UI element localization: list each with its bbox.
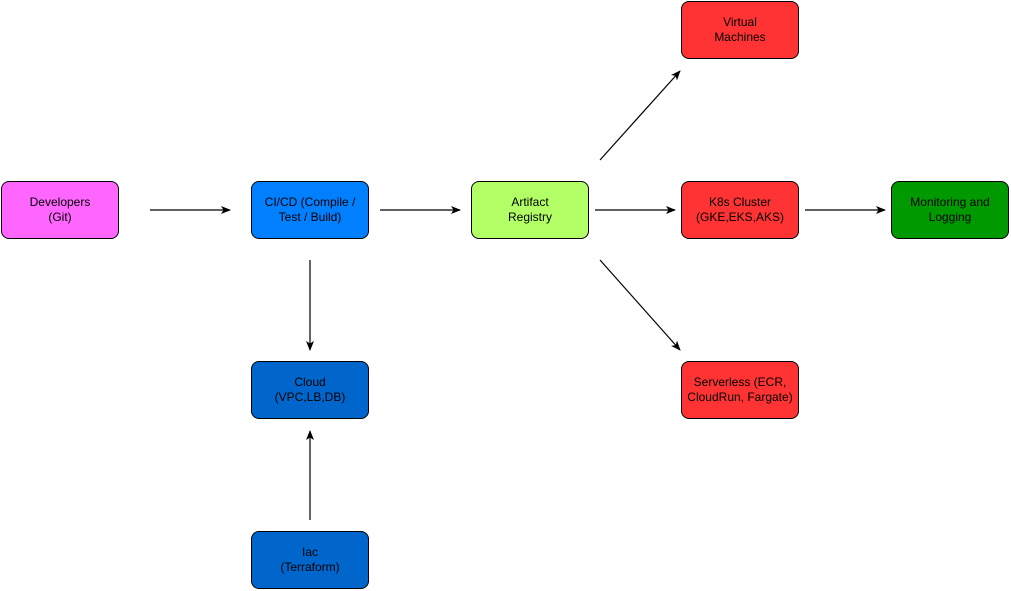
edge-artifact-to-serverless [599, 259, 681, 351]
node-artifact-registry[interactable]: Artifact Registry [471, 181, 589, 239]
node-iac-label: Iac (Terraform) [280, 545, 340, 574]
node-cicd-label: CI/CD (Compile / Test / Build) [264, 195, 356, 224]
node-cloud-label: Cloud (VPC,LB,DB) [274, 375, 346, 404]
node-k8s-cluster[interactable]: K8s Cluster (GKE,EKS,AKS) [681, 181, 799, 239]
node-monitoring-logging[interactable]: Monitoring and Logging [891, 181, 1009, 239]
node-cicd[interactable]: CI/CD (Compile / Test / Build) [251, 181, 369, 239]
node-iac[interactable]: Iac (Terraform) [251, 531, 369, 589]
node-k8s-cluster-label: K8s Cluster (GKE,EKS,AKS) [695, 195, 785, 224]
node-serverless[interactable]: Serverless (ECR, CloudRun, Fargate) [681, 361, 799, 419]
node-developers-label: Developers (Git) [29, 195, 91, 224]
node-cloud[interactable]: Cloud (VPC,LB,DB) [251, 361, 369, 419]
node-artifact-registry-label: Artifact Registry [507, 195, 552, 224]
node-virtual-machines[interactable]: Virtual Machines [681, 1, 799, 59]
node-serverless-label: Serverless (ECR, CloudRun, Fargate) [687, 375, 793, 404]
edge-artifact-to-vms [599, 70, 681, 161]
node-monitoring-logging-label: Monitoring and Logging [910, 195, 990, 224]
node-virtual-machines-label: Virtual Machines [714, 15, 766, 44]
node-developers[interactable]: Developers (Git) [1, 181, 119, 239]
